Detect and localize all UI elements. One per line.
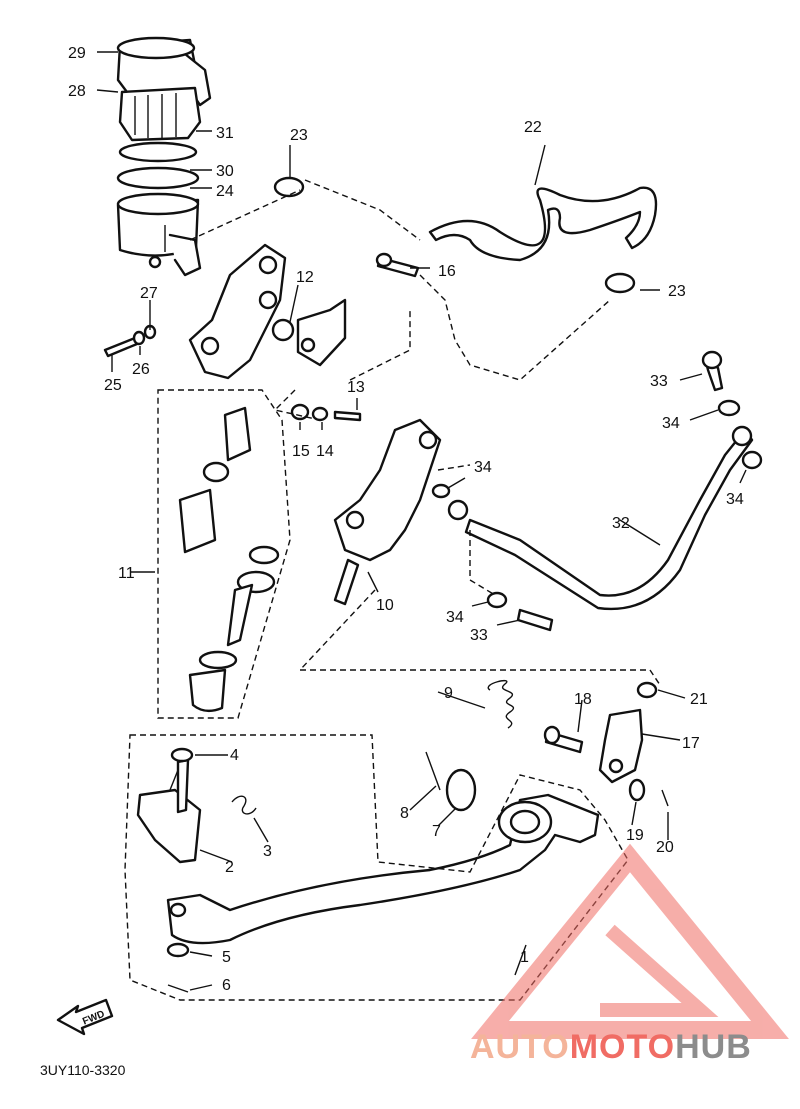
reservoir-assembly (116, 36, 212, 277)
callout: 34 (474, 459, 492, 476)
footrest (136, 747, 257, 864)
watermark-text: AUTOMOTOHUB (470, 1028, 752, 1066)
callout: 8 (400, 805, 409, 822)
callout: 14 (316, 443, 334, 460)
master-cylinder (333, 418, 442, 606)
brake-hose (447, 425, 754, 611)
callout-labels: 1 2 3 4 5 6 7 8 9 10 11 12 13 14 15 16 1… (68, 45, 744, 994)
hose-clamp (273, 176, 636, 294)
hose-union (271, 298, 347, 367)
callout: 33 (650, 373, 668, 390)
callout: 2 (225, 859, 234, 876)
callout: 19 (626, 827, 644, 844)
callout: 26 (132, 361, 150, 378)
piston-kit (178, 406, 280, 713)
callout: 17 (682, 735, 700, 752)
callout: 1 (520, 949, 529, 966)
callout: 7 (432, 823, 441, 840)
leader-lines (96, 51, 747, 1001)
callout: 33 (470, 627, 488, 644)
svg-text:AUTOMOTOHUB: AUTOMOTOHUB (470, 1028, 752, 1066)
callout: 24 (216, 183, 234, 200)
clevis-parts (166, 680, 669, 993)
callout: 34 (446, 609, 464, 626)
callout: 28 (68, 83, 86, 100)
callout: 22 (524, 119, 542, 136)
callout: 6 (222, 977, 231, 994)
fwd-arrow-icon: FWD (56, 998, 114, 1036)
callout: 10 (376, 597, 394, 614)
callout: 29 (68, 45, 86, 62)
callout: 23 (290, 127, 308, 144)
callout: 9 (444, 685, 453, 702)
callout: 11 (118, 565, 135, 582)
callout: 3 (263, 843, 272, 860)
diagram-code: 3UY110-3320 (40, 1062, 126, 1078)
callout: 16 (438, 263, 456, 280)
callout: 23 (668, 283, 686, 300)
callout: 20 (656, 839, 674, 856)
callout: 27 (140, 285, 158, 302)
callout: 34 (662, 415, 680, 432)
callout: 30 (216, 163, 234, 180)
master-cylinder-bracket (188, 243, 287, 380)
callout: 34 (726, 491, 744, 508)
callout: 21 (690, 691, 708, 708)
callout: 15 (292, 443, 310, 460)
bolts-washers (103, 252, 763, 632)
callout: 4 (230, 747, 239, 764)
callout: 5 (222, 949, 231, 966)
callout: 32 (612, 515, 630, 532)
callout: 12 (296, 269, 314, 286)
callout: 18 (574, 691, 592, 708)
watermark-logo (471, 843, 789, 1039)
callout: 31 (216, 125, 234, 142)
reservoir-hose (428, 186, 658, 262)
callout: 13 (347, 379, 365, 396)
brake-pedal (166, 793, 600, 945)
callout: 25 (104, 377, 122, 394)
